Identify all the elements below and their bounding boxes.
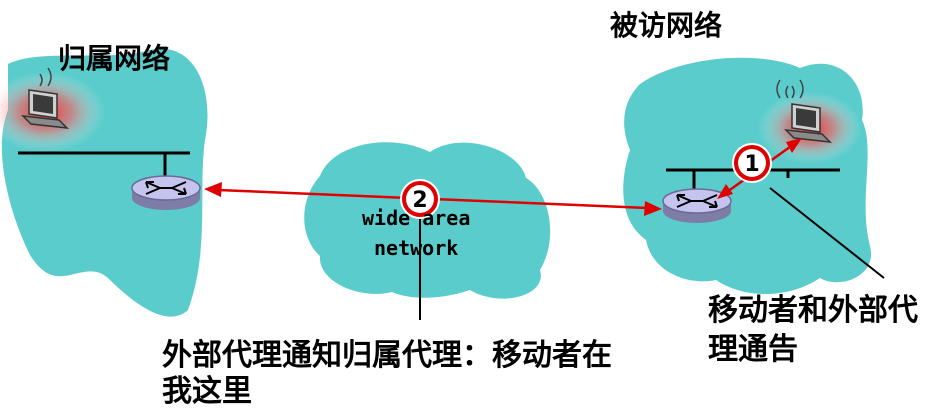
step1-callout-line <box>769 187 885 279</box>
arrowhead-right <box>644 201 662 216</box>
step1-caption-line2: 理通告 <box>708 332 798 367</box>
wan-label-line2: network <box>374 236 459 260</box>
arrowhead-left <box>204 182 222 197</box>
wan-label-line1: wide area <box>362 206 471 230</box>
wireless-icon <box>39 67 52 87</box>
step2-number: 2 <box>412 188 427 213</box>
wireless-icon <box>776 79 804 99</box>
visited-network-label: 被访网络 <box>610 9 723 42</box>
home-network-label: 归属网络 <box>58 42 171 75</box>
step1-number: 1 <box>744 152 759 177</box>
wan-cloud <box>304 142 551 299</box>
step2-caption-line1: 外部代理通知归属代理：移动者在 <box>162 338 612 373</box>
arrowhead-router <box>717 184 733 199</box>
router-icon <box>131 175 201 211</box>
step2-caption-line2: 我这里 <box>162 374 252 409</box>
step1-badge-inner <box>738 149 766 177</box>
step1-caption-line1: 移动者和外部代 <box>708 293 918 328</box>
step2-badge-inner <box>406 185 434 213</box>
arrowhead-laptop <box>786 138 802 153</box>
